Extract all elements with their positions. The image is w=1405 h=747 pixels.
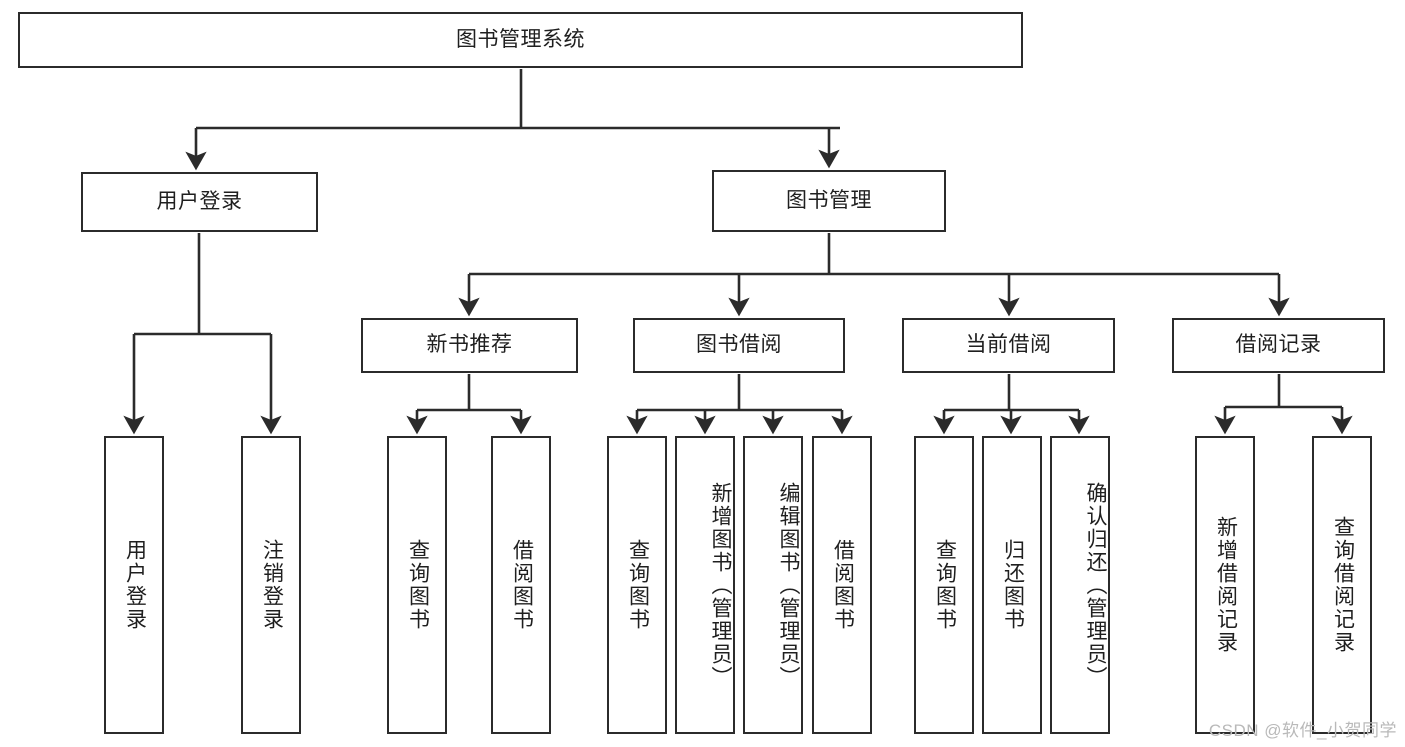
node-label: 当前借阅	[965, 333, 1052, 357]
node-borrow-record[interactable]: 借阅记录	[1172, 318, 1385, 373]
leaf-query-book-3[interactable]: 查询图书	[914, 436, 974, 734]
leaf-add-book[interactable]: 新增图书（管理员）	[675, 436, 735, 734]
leaf-return-book[interactable]: 归还图书	[982, 436, 1042, 734]
leaf-user-logout[interactable]: 注销登录	[241, 436, 301, 734]
leaf-borrow-book-1[interactable]: 借阅图书	[491, 436, 551, 734]
node-label: 新增图书（管理员）	[709, 481, 732, 689]
node-current-borrow[interactable]: 当前借阅	[902, 318, 1115, 373]
node-label: 图书借阅	[696, 333, 782, 357]
node-label: 查询图书	[626, 539, 650, 631]
node-book-manage[interactable]: 图书管理	[712, 170, 946, 232]
leaf-query-book-2[interactable]: 查询图书	[607, 436, 667, 734]
node-label: 用户登录	[156, 189, 243, 213]
leaf-confirm-return[interactable]: 确认归还（管理员）	[1050, 436, 1110, 734]
node-label: 查询图书	[933, 539, 957, 631]
node-label: 用户登录	[123, 539, 147, 631]
leaf-query-record[interactable]: 查询借阅记录	[1312, 436, 1372, 734]
node-new-book-recommend[interactable]: 新书推荐	[361, 318, 578, 373]
node-label: 新增借阅记录	[1214, 516, 1238, 654]
leaf-borrow-book-2[interactable]: 借阅图书	[812, 436, 872, 734]
node-book-borrow[interactable]: 图书借阅	[633, 318, 845, 373]
node-label: 查询图书	[406, 539, 430, 631]
leaf-edit-book[interactable]: 编辑图书（管理员）	[743, 436, 803, 734]
node-user-login[interactable]: 用户登录	[81, 172, 318, 232]
leaf-query-book-1[interactable]: 查询图书	[387, 436, 447, 734]
node-label: 借阅图书	[831, 539, 855, 631]
node-label: 确认归还（管理员）	[1084, 481, 1107, 689]
leaf-add-record[interactable]: 新增借阅记录	[1195, 436, 1255, 734]
node-label: 借阅图书	[510, 539, 534, 631]
node-label: 图书管理	[786, 188, 872, 212]
node-label: 编辑图书（管理员）	[777, 481, 800, 689]
node-root-system[interactable]: 图书管理系统	[18, 12, 1023, 68]
node-label: 借阅记录	[1235, 333, 1322, 357]
node-label: 注销登录	[260, 539, 284, 631]
leaf-user-login[interactable]: 用户登录	[104, 436, 164, 734]
node-label: 图书管理系统	[456, 27, 585, 51]
csdn-watermark: CSDN @软件_小贺同学	[1208, 721, 1397, 740]
node-label: 新书推荐	[426, 333, 513, 357]
node-label: 查询借阅记录	[1331, 516, 1355, 654]
node-label: 归还图书	[1001, 539, 1025, 631]
